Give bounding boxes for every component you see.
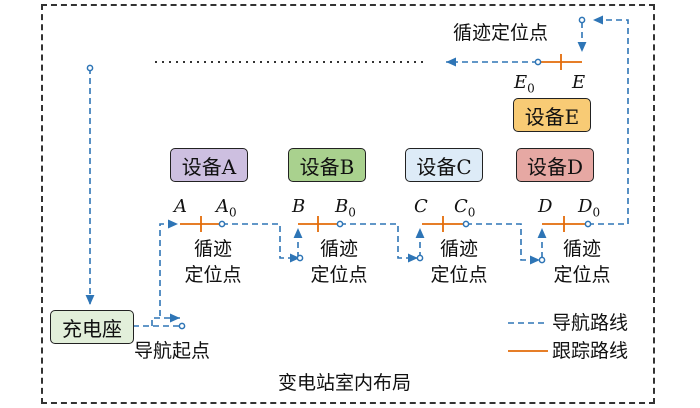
charger-label: 充电座 (62, 316, 122, 341)
layout-title: 变电站室内布局 (278, 372, 412, 394)
device-a-box: 设备A (170, 148, 248, 182)
point-a0-label: A0 (216, 196, 237, 220)
point-e0-label: E0 (514, 72, 535, 96)
point-a-label: A (174, 196, 187, 217)
start-label: 导航起点 (134, 340, 211, 362)
node-start (178, 322, 186, 330)
device-e-box: 设备E (513, 98, 591, 132)
device-d-box: 设备D (516, 148, 594, 182)
nav-line-d0-to-top (588, 15, 629, 225)
point-d0-label: D0 (578, 196, 601, 220)
nav-line-b0-to-c (340, 223, 418, 263)
locating-label-d: 循迹定位点 (553, 238, 611, 286)
legend-track-label: 跟踪路线 (552, 340, 629, 362)
nav-line-to-a (159, 219, 178, 316)
node-c0 (462, 220, 470, 228)
point-d-label: D (538, 196, 553, 217)
device-b-box: 设备B (288, 148, 366, 182)
node-a0 (218, 220, 226, 228)
layout-frame (41, 4, 655, 404)
device-d-label: 设备D (526, 154, 584, 179)
node-d0 (584, 220, 592, 228)
node-e0 (534, 58, 542, 66)
node-b0 (336, 220, 344, 228)
legend-nav-label: 导航路线 (552, 312, 629, 334)
charger-box: 充电座 (50, 310, 134, 344)
node-b-bottom (296, 254, 304, 262)
node-top (86, 64, 94, 72)
device-a-label: 设备A (181, 154, 237, 179)
device-c-box: 设备C (405, 148, 483, 182)
nav-line-a0-to-b (222, 223, 300, 263)
point-c-label: C (414, 196, 428, 217)
locating-label-c: 循迹定位点 (430, 238, 488, 286)
device-b-label: 设备B (299, 154, 355, 179)
device-e-label: 设备E (524, 104, 580, 129)
locating-label-a: 循迹定位点 (184, 238, 242, 286)
device-c-label: 设备C (416, 154, 472, 179)
nav-line-c0-to-d (466, 223, 540, 265)
point-c0-label: C0 (454, 196, 476, 220)
node-d-bottom (538, 256, 546, 264)
node-e-top (578, 16, 586, 24)
device-e-locating-label: 循迹定位点 (453, 22, 549, 44)
point-b-label: B (292, 196, 306, 217)
point-b0-label: B0 (335, 196, 356, 220)
nav-line-start-branch (151, 313, 180, 326)
point-e-label: E (572, 72, 586, 93)
locating-label-b: 循迹定位点 (310, 238, 368, 286)
node-c-bottom (416, 254, 424, 262)
